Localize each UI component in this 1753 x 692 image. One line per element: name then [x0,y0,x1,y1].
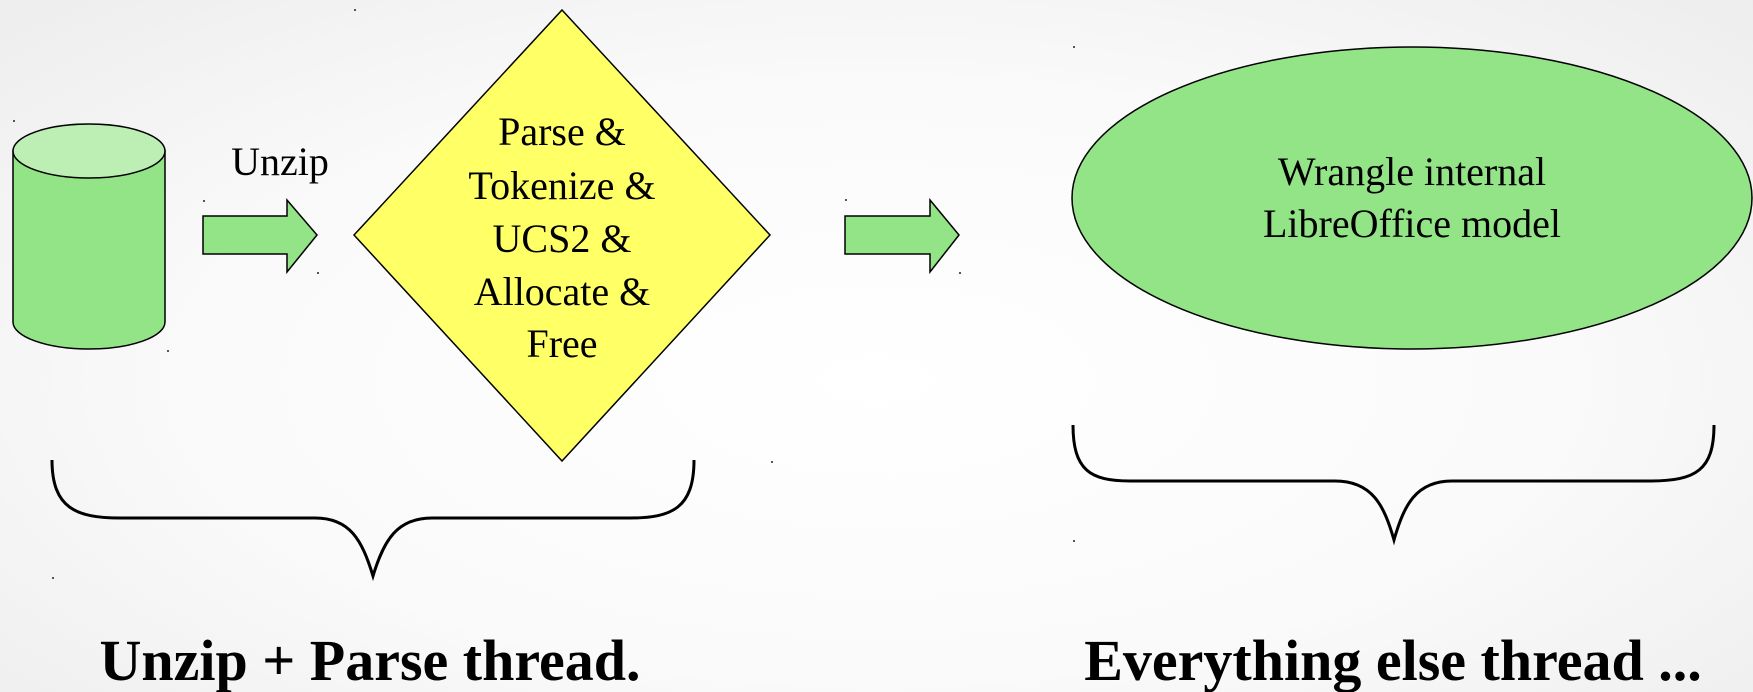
left-curly-brace [50,459,696,582]
wrangle-ellipse [1071,46,1753,350]
unzip-label: Unzip [231,139,329,184]
parse-line-2: Tokenize & [468,163,655,208]
right-caption: Everything else thread ... [1084,628,1702,692]
right-curly-brace [1071,424,1716,546]
parse-diamond [352,8,772,463]
parse-line-5: Free [526,321,597,366]
arrow-right-icon [844,197,960,275]
parse-line-4: Allocate & [474,269,651,314]
stray-dots [13,9,1075,579]
left-caption: Unzip + Parse thread. [99,628,640,692]
parse-line-3: UCS2 & [493,216,632,261]
database-cylinder-icon [12,123,166,350]
wrangle-line-2: LibreOffice model [1263,201,1561,246]
parse-line-1: Parse & [498,109,626,154]
wrangle-line-1: Wrangle internal [1278,149,1546,194]
arrow-right-icon [202,197,318,275]
